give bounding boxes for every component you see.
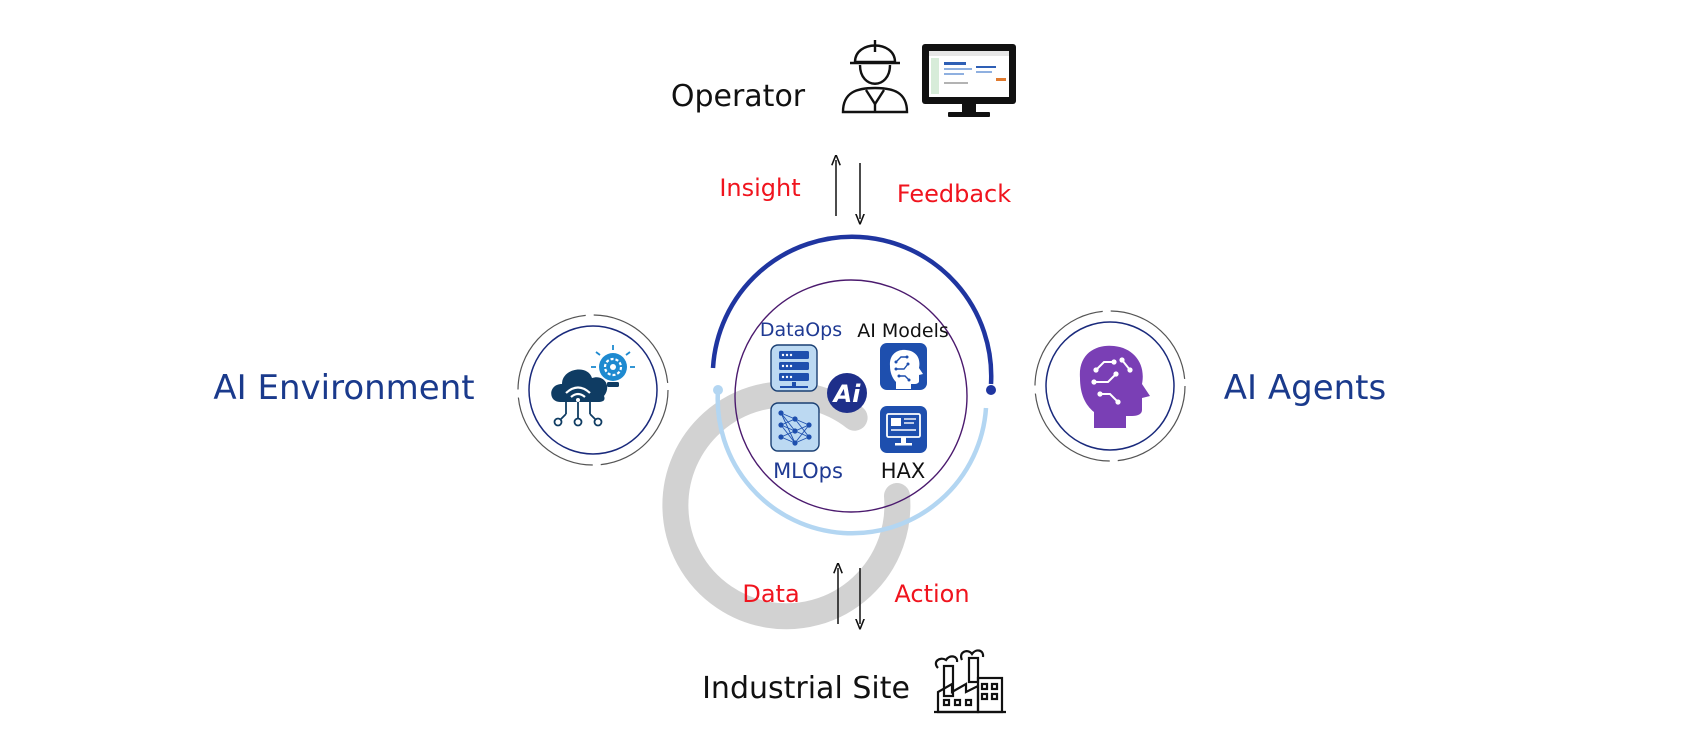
action-label: Action <box>894 580 969 608</box>
ai-agents-label: AI Agents <box>1224 368 1386 408</box>
hax-monitor-icon <box>880 406 927 453</box>
inner-ring <box>734 279 968 513</box>
watermark-arc <box>662 381 911 630</box>
ai-models-brain-icon <box>880 343 927 390</box>
ai-head-icon <box>1079 345 1150 428</box>
cloud-gear-bulb-icon <box>551 345 635 427</box>
monitor-icon <box>922 44 1016 117</box>
ai-logo-text: Ai <box>832 380 862 408</box>
outer-ring-dark <box>710 234 994 385</box>
outer-ring-light-end <box>713 385 723 395</box>
ai-agents-rings <box>1034 310 1186 462</box>
hax-label: HAX <box>881 459 926 483</box>
mlops-label: MLOps <box>773 459 843 483</box>
outer-ring-dark-end <box>986 385 996 395</box>
worker-helmet-icon <box>841 40 909 114</box>
dataops-server-icon <box>770 344 818 392</box>
ai-environment-label: AI Environment <box>213 368 474 408</box>
ai-models-label: AI Models <box>857 320 949 342</box>
industrial-site-label: Industrial Site <box>702 671 910 706</box>
data-label: Data <box>742 580 799 608</box>
dataops-label: DataOps <box>760 319 842 341</box>
operator-label: Operator <box>671 79 806 114</box>
center-platform: DataOps AI Models MLOps HAX <box>662 234 996 630</box>
factory-icon <box>934 649 1006 714</box>
outer-ring-light <box>715 389 989 536</box>
ai-logo-badge: Ai <box>827 373 867 413</box>
mlops-neural-network-icon <box>770 402 820 452</box>
feedback-label: Feedback <box>897 180 1011 208</box>
insight-label: Insight <box>719 174 800 202</box>
ai-environment-rings <box>517 314 669 466</box>
